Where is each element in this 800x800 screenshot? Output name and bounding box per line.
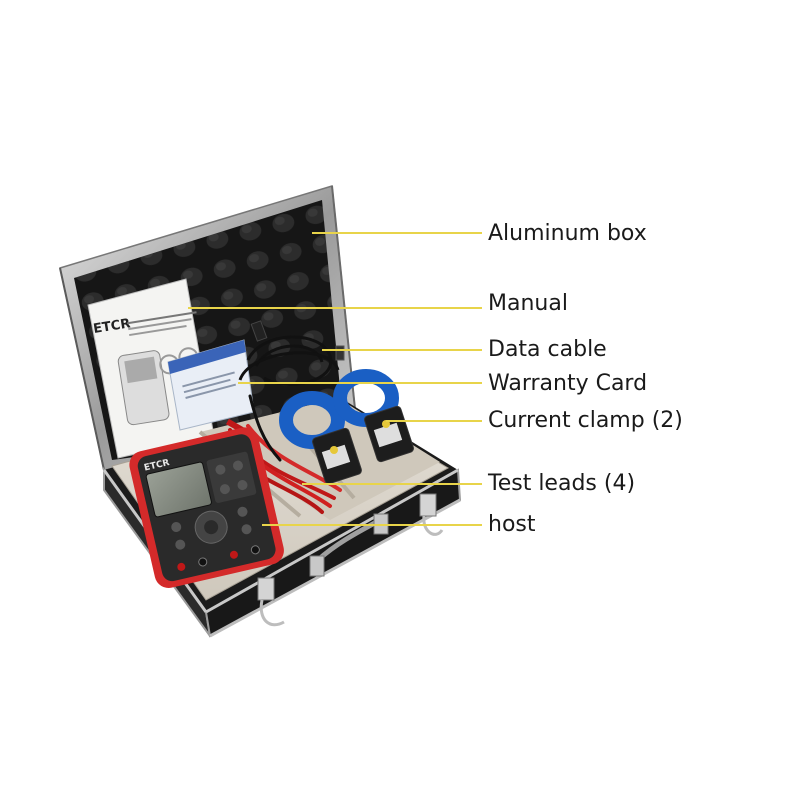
callout-current-clamp: Current clamp (2) <box>488 408 683 433</box>
data-cable <box>238 320 345 386</box>
callout-data-cable: Data cable <box>488 337 607 362</box>
callout-aluminum-box: Aluminum box <box>488 221 647 246</box>
manual-brand-logo: ETCR <box>92 316 131 337</box>
callout-warranty-card: Warranty Card <box>488 371 648 396</box>
callout-test-leads: Test leads (4) <box>488 471 636 496</box>
callout-manual: Manual <box>488 291 568 316</box>
clamp-left <box>279 391 362 485</box>
case-latches <box>257 493 444 627</box>
current-clamps <box>279 369 414 485</box>
warranty-card <box>167 339 255 431</box>
callout-host: host <box>488 512 536 537</box>
callout-leaders <box>188 232 482 526</box>
host-meter: ETCR <box>129 427 284 588</box>
case-handle <box>309 513 389 577</box>
